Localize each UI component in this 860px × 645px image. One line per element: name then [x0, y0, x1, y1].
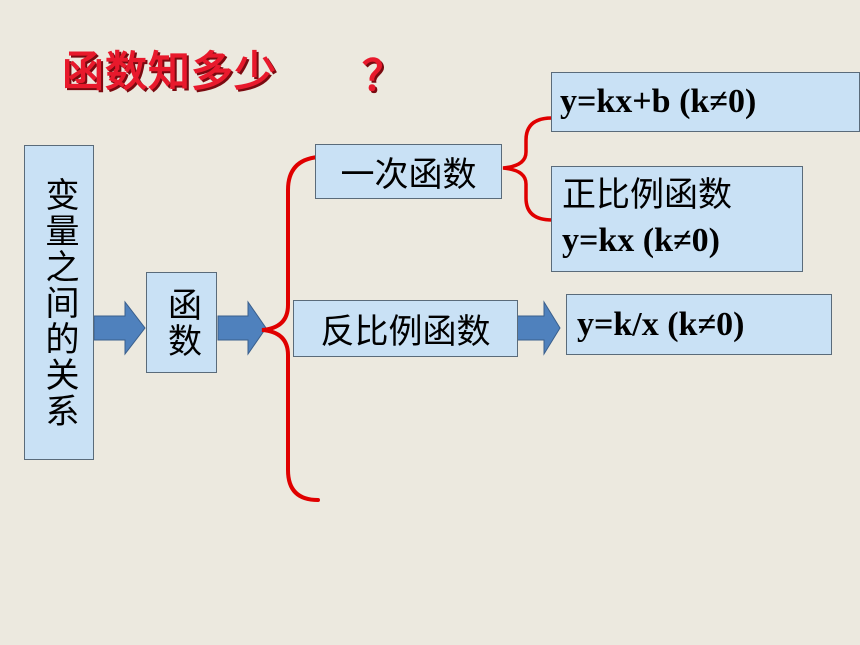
- proportional-formula: y=kx (k≠0): [562, 222, 720, 259]
- question-mark-icon: ？: [362, 51, 405, 100]
- inverse-function-box: 反比例函数: [293, 300, 518, 357]
- inverse-formula-box: y=k/x (k≠0): [566, 294, 832, 355]
- linear-formula: y=kx+b (k≠0): [560, 83, 757, 120]
- linear-formula-box: y=kx+b (k≠0): [551, 72, 860, 132]
- arrow-right-icon: [93, 300, 146, 356]
- main-bracket: [261, 155, 320, 502]
- function-label: 函数: [161, 286, 202, 359]
- linear-function-box: 一次函数: [315, 144, 502, 199]
- slide-title: 函数知多少: [62, 47, 278, 96]
- inverse-formula: y=k/x (k≠0): [577, 305, 745, 343]
- proportional-name: 正比例函数: [562, 175, 732, 215]
- linear-function-label: 一次函数: [340, 155, 477, 195]
- linear-bracket: [502, 116, 554, 222]
- function-box: 函数: [146, 272, 217, 373]
- arrow-right-icon: [217, 300, 267, 356]
- relation-box: 变量之间的关系: [24, 145, 94, 460]
- proportional-box: 正比例函数 y=kx (k≠0): [551, 166, 803, 272]
- inverse-function-label: 反比例函数: [320, 312, 491, 352]
- arrow-right-icon: [516, 300, 561, 356]
- relation-label: 变量之间的关系: [39, 176, 79, 429]
